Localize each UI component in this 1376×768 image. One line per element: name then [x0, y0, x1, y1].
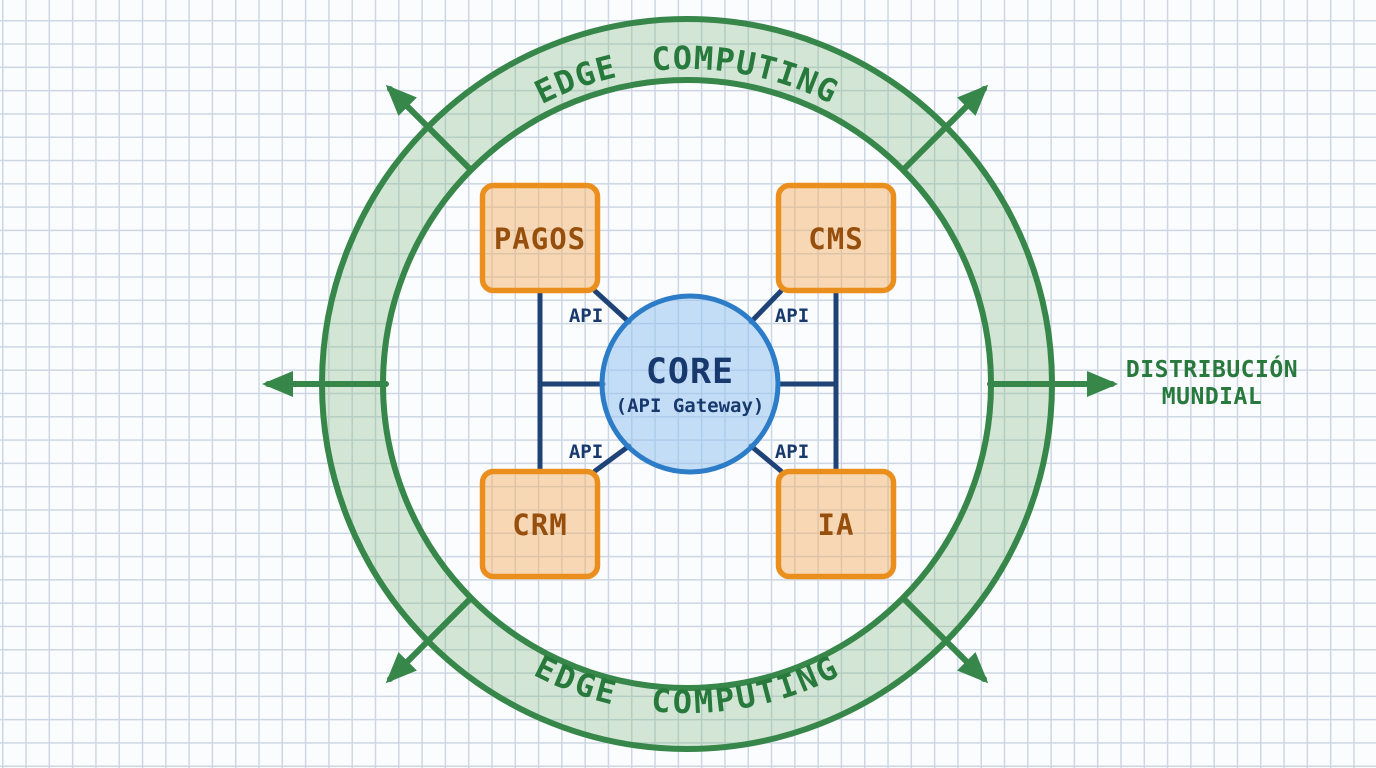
- world-distribution-label: DISTRIBUCIÓN MUNDIAL: [1126, 355, 1298, 410]
- node-pagos-label: PAGOS: [494, 222, 586, 256]
- node-cms-label: CMS: [808, 222, 863, 256]
- connector-diagonal-crm: [592, 443, 632, 474]
- connector-diagonal-pagos: [592, 288, 632, 325]
- api-label-bottom-left: API: [569, 441, 603, 463]
- node-ia-label: IA: [818, 508, 855, 542]
- core-circle: [599, 293, 781, 475]
- node-crm: CRM: [479, 468, 601, 580]
- connector-diagonal-ia: [748, 443, 784, 474]
- node-pagos-box: [479, 182, 601, 294]
- api-label-bottom-right: API: [775, 441, 809, 463]
- world-distribution-line1: DISTRIBUCIÓN: [1126, 355, 1298, 383]
- api-label-top-left: API: [569, 305, 603, 327]
- node-cms-box: [775, 182, 897, 294]
- arrow-top-right: [901, 84, 989, 172]
- arrow-top-left: [385, 84, 473, 172]
- arrow-bottom-right: [901, 596, 989, 684]
- api-label-top-right: API: [775, 305, 809, 327]
- node-cms: CMS: [775, 182, 897, 294]
- arrow-bottom-left: [385, 596, 473, 684]
- core-node: CORE (API Gateway): [599, 293, 781, 475]
- core-title: CORE: [646, 352, 734, 392]
- node-crm-label: CRM: [512, 508, 567, 542]
- node-ia: IA: [775, 468, 897, 580]
- core-connectors: [537, 288, 839, 474]
- distribution-arrows: [262, 84, 1118, 684]
- node-ia-box: [775, 468, 897, 580]
- core-subtitle: (API Gateway): [616, 395, 765, 417]
- connector-diagonal-cms: [748, 288, 784, 325]
- node-pagos: PAGOS: [479, 182, 601, 294]
- world-distribution-line2: MUNDIAL: [1162, 384, 1262, 410]
- node-crm-box: [479, 468, 601, 580]
